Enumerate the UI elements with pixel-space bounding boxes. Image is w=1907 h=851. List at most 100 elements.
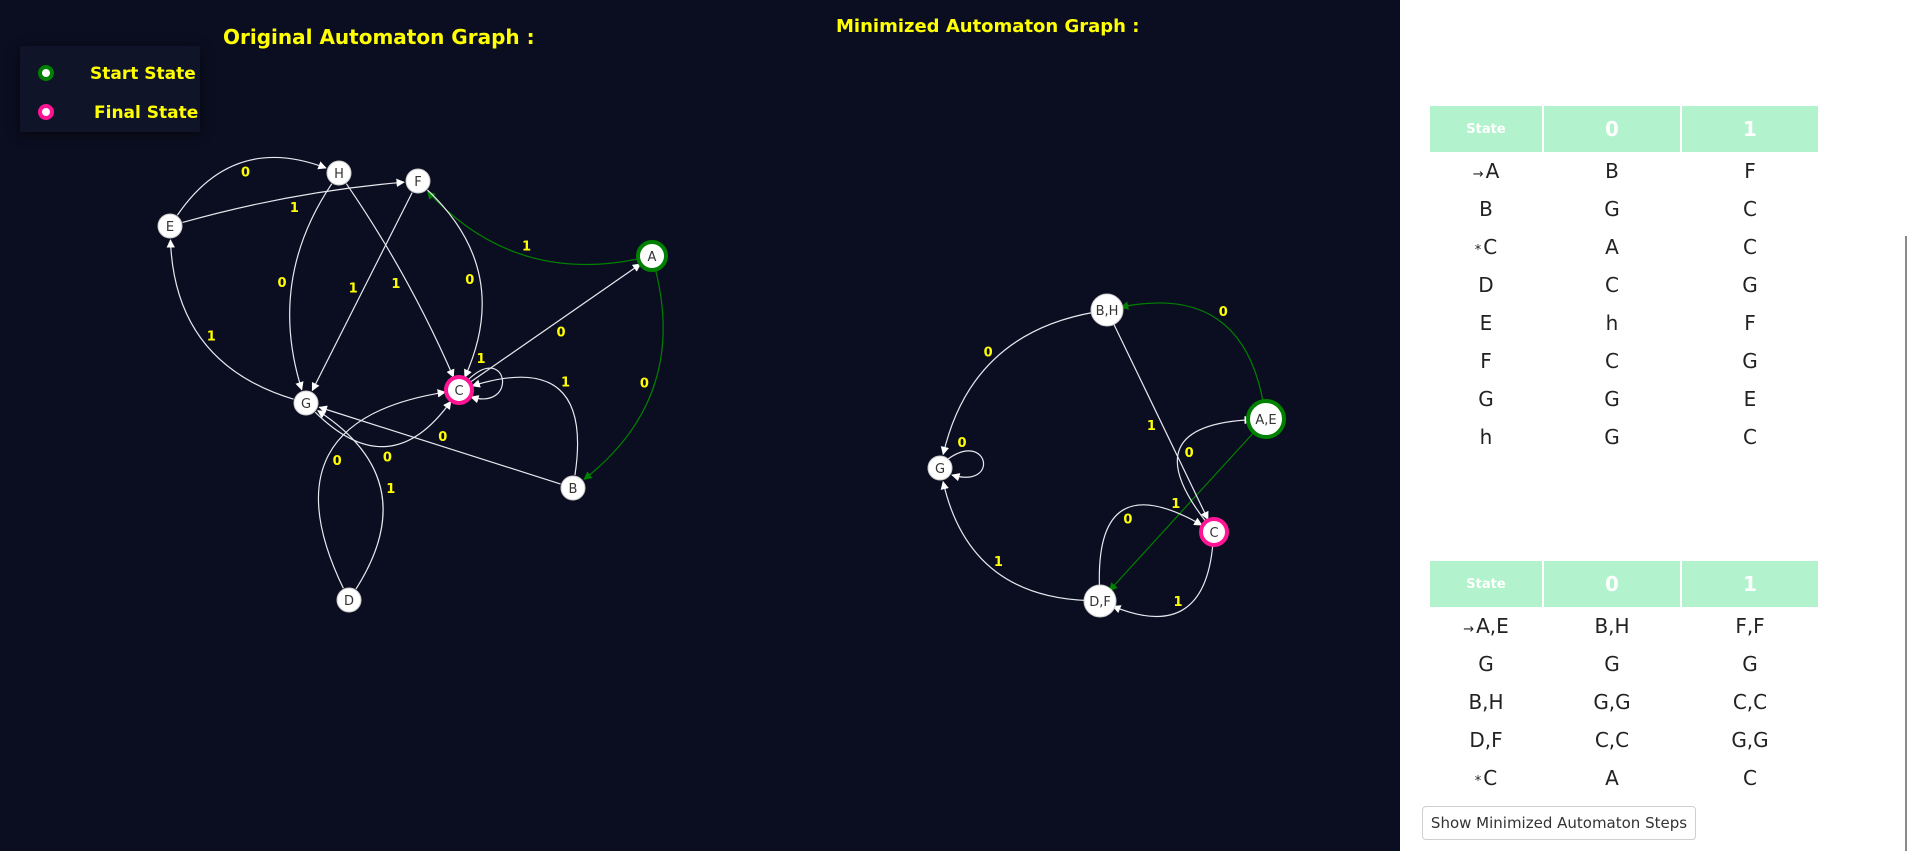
state-label: D (344, 594, 354, 609)
edge-path (289, 183, 333, 391)
state-node-bh[interactable]: B,H (1090, 293, 1124, 327)
cell-transition-1: C (1743, 766, 1757, 790)
header-input-0: 0 (1544, 106, 1680, 152)
cell-transition-0: C (1605, 273, 1619, 297)
header-input-1: 1 (1682, 106, 1818, 152)
state-label: C (1209, 526, 1218, 541)
state-node-g[interactable]: G (927, 455, 953, 481)
cell-transition-0: h (1605, 311, 1619, 335)
state-circle (336, 587, 362, 613)
state-circle (1246, 399, 1286, 439)
cell-transition-1: G (1742, 652, 1758, 676)
edge-label: 1 (391, 277, 400, 292)
edge-c-to-ae: 0 (1176, 415, 1253, 523)
cell-transition-0: G (1604, 425, 1620, 449)
state-node-c[interactable]: C (444, 375, 474, 405)
state-node-a[interactable]: A (636, 240, 668, 272)
cell-transition-1: C (1743, 197, 1757, 221)
original-graph-title: Original Automaton Graph : (223, 25, 535, 49)
cell-state-label: A (1485, 159, 1500, 183)
table-header-row: State 0 1 (1430, 106, 1818, 152)
edge-path (471, 376, 579, 476)
edge-label: 1 (522, 240, 531, 255)
final-marker-icon: * (1474, 774, 1482, 789)
state-circle (560, 475, 586, 501)
cell-state-label: D (1478, 273, 1494, 297)
table-row: →A B F (1430, 152, 1818, 190)
edge-label: 0 (957, 436, 966, 451)
state-node-b[interactable]: B (560, 475, 586, 501)
minimized-graph-title: Minimized Automaton Graph : (836, 16, 1140, 37)
cell-state-label: C (1483, 766, 1498, 790)
state-circle (927, 455, 953, 481)
edge-path (318, 389, 446, 589)
cell-transition-1: G,G (1731, 728, 1769, 752)
edge-path (318, 405, 561, 485)
edge-label: 0 (438, 430, 447, 445)
cell-state: G (1430, 645, 1542, 683)
cell-transition-0: B (1605, 159, 1619, 183)
state-label: B (569, 482, 578, 497)
state-label: B,H (1096, 304, 1119, 319)
scrollbar[interactable] (1905, 236, 1907, 851)
state-node-g[interactable]: G (293, 390, 319, 416)
state-node-h[interactable]: H (326, 160, 352, 186)
edge-path (583, 268, 664, 480)
state-node-f[interactable]: F (405, 168, 431, 194)
state-node-df[interactable]: D,F (1083, 584, 1117, 618)
cell-transition-0: G (1604, 387, 1620, 411)
state-circle (1090, 293, 1124, 327)
state-node-c[interactable]: C (1199, 517, 1229, 547)
edge-f-to-c: 0 (427, 189, 483, 379)
cell-state-label: D,F (1469, 728, 1503, 752)
edge-path (317, 410, 384, 590)
legend: Start State Final State (20, 46, 200, 132)
edge-path (469, 263, 642, 384)
cell-transition-1: C (1743, 425, 1757, 449)
state-node-ae[interactable]: A,E (1246, 399, 1286, 439)
state-circle (444, 375, 474, 405)
edge-path (182, 178, 405, 224)
cell-state: →A (1430, 152, 1542, 190)
edge-bh-to-c: 1 (1112, 321, 1209, 521)
cell-state-label: h (1479, 425, 1493, 449)
cell-state-label: A,E (1476, 614, 1509, 638)
show-minimized-steps-button[interactable]: Show Minimized Automaton Steps (1422, 806, 1696, 840)
edge-path (311, 192, 413, 392)
edge-bh-to-g: 0 (940, 311, 1095, 456)
final-state-circle-icon (38, 104, 54, 120)
cell-transition-0: G (1604, 652, 1620, 676)
state-node-d[interactable]: D (336, 587, 362, 613)
edge-b-to-g: 0 (318, 405, 561, 485)
cell-state-label: B,H (1468, 690, 1504, 714)
edge-label: 0 (383, 450, 392, 465)
edge-label: 1 (994, 555, 1003, 570)
cell-state: →A,E (1430, 607, 1542, 645)
edge-label: 1 (476, 352, 485, 367)
state-circle (636, 240, 668, 272)
cell-transition-0: A (1605, 766, 1619, 790)
edge-label: 0 (1123, 513, 1132, 528)
state-label: D,F (1089, 595, 1111, 610)
cell-state-label: F (1480, 349, 1492, 373)
cell-state-label: E (1479, 311, 1493, 335)
state-circle (405, 168, 431, 194)
state-label: G (301, 397, 311, 412)
edge-d-to-g: 1 (317, 410, 395, 590)
state-label: A,E (1255, 413, 1276, 428)
legend-final-label: Final State (94, 103, 199, 123)
edge-path (940, 480, 1088, 602)
cell-transition-0: C (1605, 349, 1619, 373)
cell-transition-1: F (1744, 159, 1756, 183)
cell-transition-1: E (1743, 387, 1757, 411)
cell-transition-1: F,F (1735, 614, 1765, 638)
start-arrow-icon: → (1463, 622, 1475, 637)
edge-c-to-df: 1 (1112, 544, 1214, 618)
edge-path (1098, 504, 1203, 589)
state-node-e[interactable]: E (157, 213, 183, 239)
